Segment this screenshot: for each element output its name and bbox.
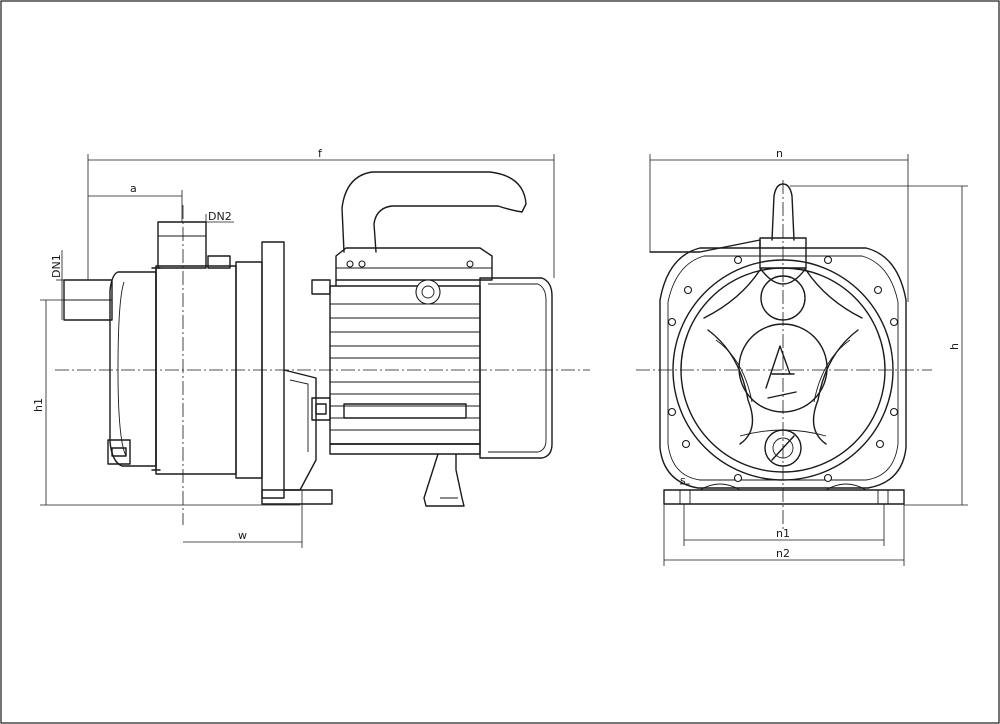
- dim-label-s: s: [680, 474, 686, 487]
- dim-label-h1: h1: [32, 398, 45, 412]
- bracket-rib: [289, 379, 309, 452]
- drain-circle-inner: [772, 437, 794, 459]
- top-port-circle: [760, 275, 806, 321]
- dim-label-dn1: DN1: [50, 254, 63, 278]
- priming-plug: [207, 255, 231, 269]
- flange-ring: [235, 261, 263, 479]
- dim-label-f: f: [318, 147, 323, 160]
- flange-shoulder: [649, 239, 761, 253]
- dimension-s: s: [680, 474, 690, 487]
- top-handle-stub: [771, 183, 795, 241]
- dimension-h: h: [790, 185, 968, 506]
- dimension-n: n: [649, 147, 909, 302]
- drain-circle: [764, 429, 802, 467]
- dimension-h1: h1: [32, 299, 300, 506]
- dim-label-n1: n1: [776, 527, 790, 540]
- bolt-lower-nut: [315, 403, 327, 415]
- terminal-box: [335, 247, 493, 287]
- pump-casing-front: [109, 271, 157, 467]
- cover-spokes: [703, 267, 863, 445]
- support-bracket: [283, 369, 317, 491]
- fan-cover: [479, 277, 553, 459]
- dimension-dn2: DN2: [158, 210, 234, 223]
- side-view: f a DN2 DN1 h1 w: [32, 147, 590, 548]
- front-view: n h s n1 n2: [636, 147, 968, 566]
- bolt-upper: [311, 279, 331, 295]
- dim-label-n2: n2: [776, 547, 790, 560]
- cable-gland-inner: [421, 285, 435, 299]
- dim-label-n: n: [776, 147, 783, 160]
- base-slot-left: [679, 489, 691, 505]
- motor-rating-plate: [343, 403, 467, 419]
- base-foot: [261, 489, 333, 505]
- base-fillets: [699, 483, 867, 491]
- logo-mark: [765, 345, 797, 399]
- dim-label-h: h: [948, 343, 961, 350]
- dimension-n1: n1: [683, 504, 885, 546]
- logo-circle: [738, 323, 828, 413]
- motor-feet: [329, 443, 481, 455]
- dimension-n2: n2: [663, 504, 905, 566]
- discharge-port: [157, 221, 207, 269]
- bolt-lower: [311, 397, 331, 421]
- casing-ring-outer: [672, 259, 894, 481]
- front-base: [663, 489, 905, 505]
- dim-label-a: a: [130, 182, 137, 195]
- drain-slot: [771, 435, 795, 461]
- base-slot-right: [877, 489, 889, 505]
- dim-label-dn2: DN2: [208, 210, 232, 223]
- cable-gland: [415, 279, 441, 305]
- dimension-f: f: [87, 147, 555, 280]
- motor-stand: [423, 453, 465, 507]
- casing-inner-curve: [117, 281, 127, 457]
- dimension-a: a: [88, 182, 183, 222]
- dimension-w: w: [183, 490, 303, 548]
- dimension-dn1: DN1: [50, 250, 64, 320]
- top-bracket: [759, 237, 807, 269]
- front-flange-inner: [667, 255, 899, 481]
- motor-cooling-fins: [330, 303, 480, 431]
- flange-bolt-holes: [667, 255, 899, 483]
- carry-handle: [341, 171, 527, 253]
- motor-housing: [329, 285, 481, 445]
- front-flange-outer: [659, 247, 907, 489]
- drain-plug: [107, 439, 131, 465]
- fan-cover-inner: [488, 283, 547, 453]
- drain-plug-nut: [111, 447, 127, 457]
- dim-label-w: w: [238, 529, 247, 542]
- terminal-screws: [346, 260, 474, 268]
